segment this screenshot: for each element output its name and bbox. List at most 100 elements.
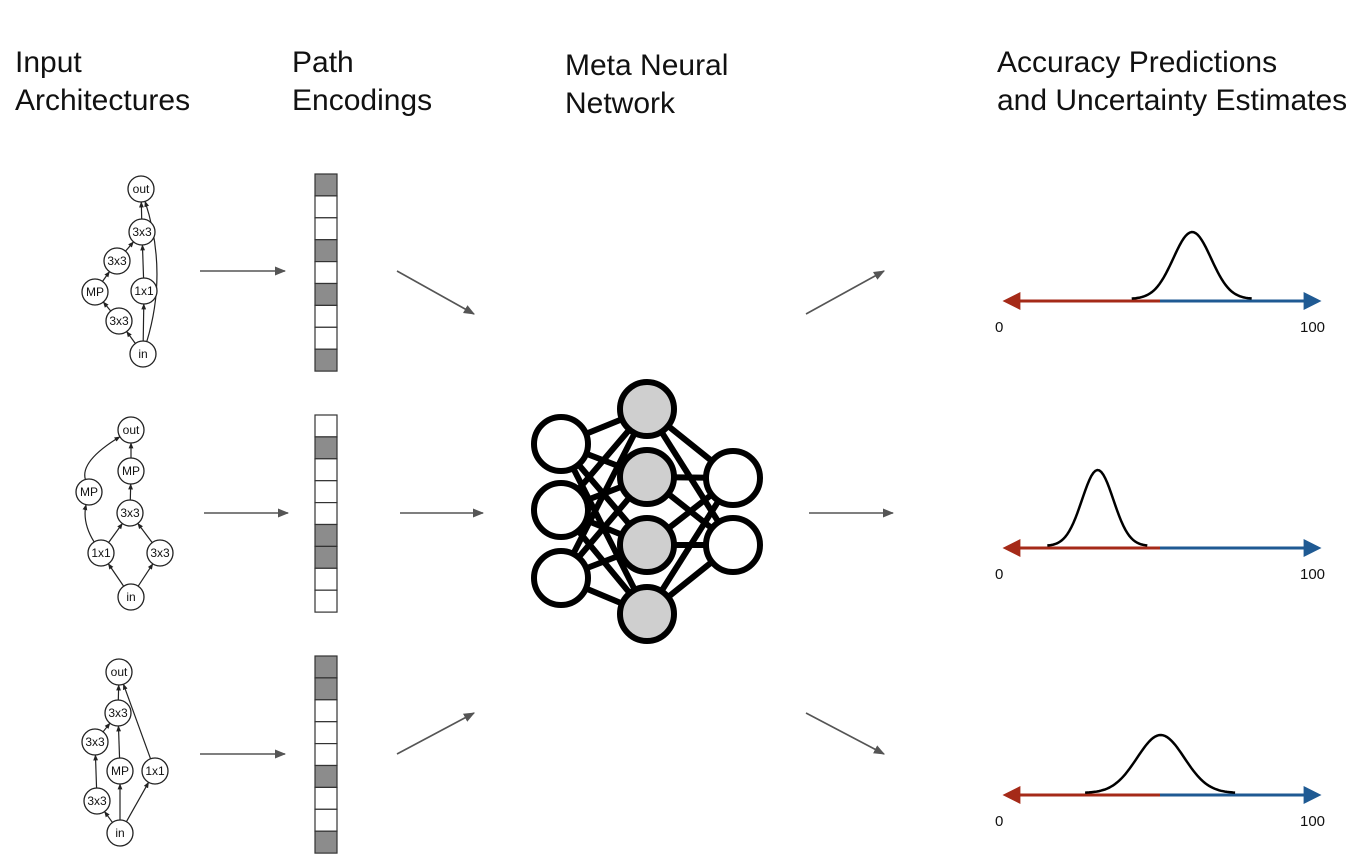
path-heading-line1: Path (292, 46, 354, 79)
encoding-cell-empty (314, 195, 338, 219)
architecture-edge (107, 563, 125, 587)
encoding-cell-empty (314, 217, 338, 241)
architecture-edge (144, 200, 158, 342)
architecture-node-label: 3x3 (150, 546, 170, 560)
architecture-edge (102, 301, 112, 312)
input-heading-line1: Input (15, 46, 82, 79)
architecture-node-label: 3x3 (107, 254, 127, 268)
encoding-cell-empty (314, 502, 338, 526)
input-architectures-heading: Input Architectures (15, 44, 190, 120)
architecture-edge (140, 244, 146, 279)
architecture-node-label: 3x3 (85, 735, 105, 749)
encoding-cell-empty (314, 699, 338, 723)
architecture-edge (141, 303, 147, 342)
encoding-cell-empty (314, 567, 338, 591)
architecture-node-label: in (126, 590, 135, 604)
axis-min-label: 0 (995, 319, 1003, 336)
architecture-node-label: out (133, 182, 150, 196)
axis-min-label: 0 (995, 813, 1003, 830)
encoding-cell-filled (314, 239, 338, 263)
architecture-edge (102, 722, 111, 733)
architecture-edge (125, 241, 134, 252)
architecture-node: 1x1 (87, 539, 115, 567)
encoding-cell-empty (314, 742, 338, 767)
architecture-node: 1x1 (130, 277, 158, 305)
axis-max-label: 100 (1300, 813, 1325, 830)
accuracy-prediction-plot: 0 100 (995, 733, 1325, 830)
architecture-node: 3x3 (116, 499, 144, 527)
input-neuron (531, 414, 591, 474)
architecture-edge (137, 563, 154, 587)
encoding-cell-filled (314, 348, 338, 372)
meta-neural-network-heading: Meta Neural Network (565, 47, 728, 123)
input-heading-line2: Architectures (15, 84, 191, 117)
path-encodings-heading: Path Encodings (292, 44, 432, 120)
architecture-node: out (105, 658, 133, 686)
network-connection (558, 407, 650, 580)
uncertainty-curve (1084, 733, 1236, 794)
encoding-cell-empty (314, 458, 338, 482)
axis-max-label: 100 (1300, 566, 1325, 583)
architecture-node: 3x3 (104, 699, 132, 727)
flow-arrows-group (200, 266, 895, 759)
architecture-edge (116, 725, 122, 759)
path-encoding-vector (314, 173, 338, 372)
architecture-node: in (117, 583, 145, 611)
encoding-cell-filled (314, 173, 338, 197)
architecture-node: 3x3 (128, 218, 156, 246)
architecture-node: MP (117, 457, 145, 485)
architecture-node: MP (106, 757, 134, 785)
encoding-cell-filled (314, 523, 338, 547)
encoding-cell-filled (314, 764, 338, 788)
architecture-edge (108, 523, 123, 543)
output-neuron (703, 515, 763, 575)
encoding-cell-empty (314, 786, 338, 810)
architecture-node-label: MP (80, 485, 98, 499)
axis-max-label: 100 (1300, 319, 1325, 336)
architecture-node: out (117, 416, 145, 444)
encoding-cell-empty (314, 808, 338, 832)
path-heading-line2: Encodings (292, 84, 433, 117)
flow-arrow (396, 270, 475, 315)
meta-heading-line1: Meta Neural (565, 49, 729, 82)
architecture-node: 3x3 (105, 307, 133, 335)
architecture-node-label: 3x3 (87, 794, 107, 808)
accuracy-heading-line1: Accuracy Predictions (997, 46, 1278, 79)
architecture-node-label: MP (122, 464, 140, 478)
architecture-node-label: 1x1 (134, 284, 154, 298)
architecture-edge (126, 331, 136, 344)
architecture-node-label: 1x1 (145, 764, 165, 778)
architecture-edge (82, 504, 95, 543)
encoding-cell-empty (314, 326, 338, 350)
architecture-node: out (127, 175, 155, 203)
architecture-edge (84, 436, 121, 480)
architecture-node-label: 3x3 (132, 225, 152, 239)
hidden-neuron (617, 515, 677, 575)
encoding-cell-empty (314, 261, 338, 285)
encoding-cell-empty (314, 480, 338, 504)
hidden-neuron (617, 447, 677, 507)
encoding-cell-empty (314, 721, 338, 745)
architecture-node-label: in (115, 826, 124, 840)
flow-arrow (396, 712, 475, 755)
architecture-node-label: out (111, 665, 128, 679)
architecture-node: in (106, 819, 134, 847)
architecture-edge (122, 683, 152, 759)
architecture-edge (125, 781, 150, 822)
encoding-cell-empty (314, 304, 338, 328)
architecture-node-label: 3x3 (108, 706, 128, 720)
architecture-node: 3x3 (83, 787, 111, 815)
output-neuron (703, 448, 763, 508)
architecture-node-label: MP (86, 285, 104, 299)
architecture-node-label: 3x3 (109, 314, 129, 328)
encoding-cell-filled (314, 655, 338, 679)
architecture-node: 3x3 (146, 539, 174, 567)
architecture-node-label: 1x1 (91, 546, 111, 560)
